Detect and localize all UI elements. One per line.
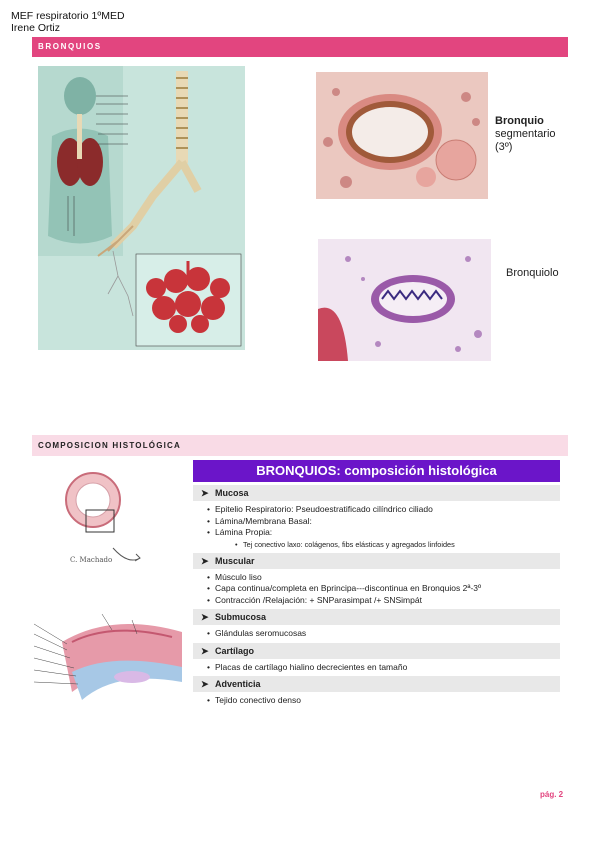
list-item: Placas de cartílago hialino decrecientes…	[193, 662, 560, 674]
list-item: Capa continua/completa en Bprincipa---di…	[193, 583, 560, 595]
bronquio-label-type: segmentario	[495, 128, 556, 140]
anatomy-illustration	[38, 66, 245, 350]
section-adventicia: ➤ Adventicia	[193, 676, 560, 692]
header-author: Irene Ortiz	[11, 22, 61, 34]
section-band-bronquios: BRONQUIOS	[32, 37, 568, 57]
section-name: Cartílago	[215, 645, 255, 656]
section-submucosa: ➤ Submucosa	[193, 609, 560, 625]
section-band-composicion: COMPOSICION HISTOLÓGICA	[32, 435, 568, 456]
section-name: Submucosa	[215, 612, 267, 622]
bronquio-segmentario-label: Bronquio segmentario (3º)	[495, 115, 556, 154]
arrow-right-icon: ➤	[201, 612, 209, 622]
header-title: MEF respiratorio 1ºMED	[11, 10, 125, 22]
sub-list-item: Tej conectivo laxo: colágenos, fibs elás…	[193, 539, 560, 550]
bronchus-cross-section-sketch: C. Machado	[58, 470, 158, 575]
bronquio-label-bold: Bronquio	[495, 115, 544, 127]
composition-title: BRONQUIOS: composición histológica	[193, 460, 560, 482]
bronchial-wall-illustration	[32, 612, 182, 702]
section-name: Adventicia	[215, 679, 261, 689]
composition-box: BRONQUIOS: composición histológica ➤ Muco…	[193, 460, 560, 728]
section-cartilago: ➤ Cartílago	[193, 642, 560, 659]
svg-text:C. Machado: C. Machado	[70, 556, 112, 564]
arrow-right-icon: ➤	[201, 555, 209, 566]
bronquiolo-micrograph	[318, 239, 491, 361]
list-item: Glándulas seromucosas	[193, 628, 560, 640]
list-item: Músculo liso	[193, 572, 560, 584]
bronquio-segmentario-micrograph	[316, 72, 488, 199]
page-number: pág. 2	[540, 790, 564, 799]
document-header: MEF respiratorio 1ºMED Irene Ortiz	[11, 10, 125, 34]
list-item: Contracción /Relajación: + SNParasimpat …	[193, 595, 560, 607]
list-item: Lámina Propia:	[193, 527, 560, 539]
list-item: Lámina/Membrana Basal:	[193, 516, 560, 528]
section-mucosa: ➤ Mucosa	[193, 485, 560, 501]
section-name: Muscular	[215, 555, 255, 566]
list-item: Tejido conectivo denso	[193, 695, 560, 707]
section-muscular: ➤ Muscular	[193, 552, 560, 569]
list-item: Epitelio Respiratorio: Pseudoestratifica…	[193, 504, 560, 516]
arrow-right-icon: ➤	[201, 645, 209, 656]
bronquio-label-order: (3º)	[495, 141, 513, 153]
bronquiolo-label: Bronquiolo	[506, 267, 559, 279]
section-name: Mucosa	[215, 488, 249, 498]
arrow-right-icon: ➤	[201, 679, 209, 689]
arrow-right-icon: ➤	[201, 488, 209, 498]
